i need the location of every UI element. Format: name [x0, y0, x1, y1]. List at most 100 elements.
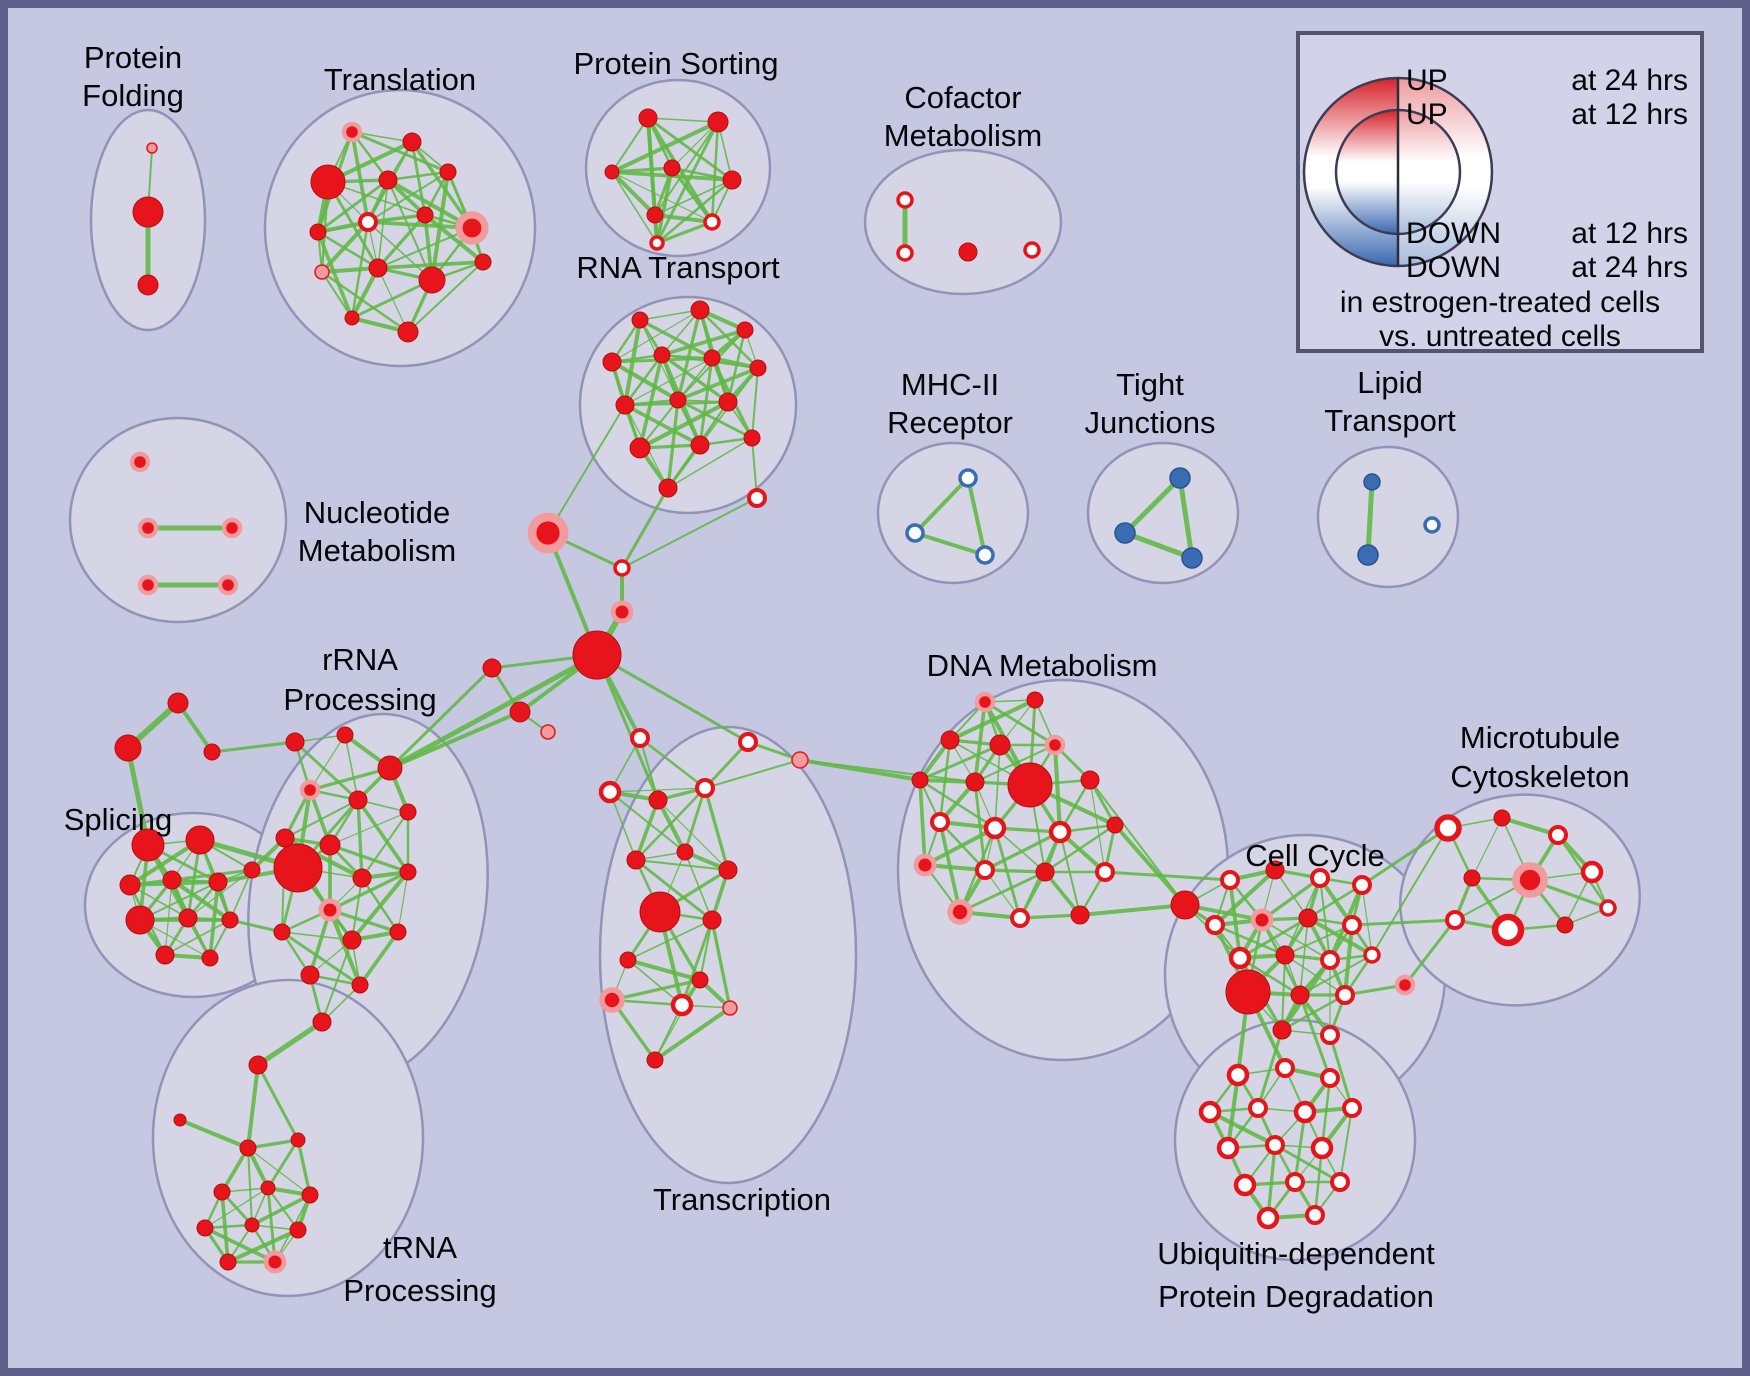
node-m5 — [1512, 862, 1548, 898]
edge-i4-tr4 — [703, 740, 750, 790]
node-t7 — [358, 212, 378, 232]
edge-i8-m7 — [1403, 918, 1457, 987]
edge-rt6-rt8 — [624, 357, 713, 406]
node-c8 — [1298, 908, 1318, 928]
edge-r2-r4 — [309, 734, 346, 791]
node-mh3 — [975, 545, 995, 565]
node-tn1 — [248, 1055, 268, 1075]
node-m6 — [1580, 860, 1604, 884]
node-pf3 — [137, 274, 159, 296]
label-microtubule-cytoskeleton: Microtubule — [1460, 720, 1620, 755]
label-tight-junctions: Tight — [1116, 367, 1184, 402]
edge-r5-r11 — [356, 798, 410, 874]
edge-tr9-tr10 — [627, 919, 713, 961]
edge-t6-t11 — [316, 230, 380, 270]
node-c5 — [1352, 875, 1372, 895]
edge-tj1-tj3 — [1177, 475, 1195, 561]
node-m10 — [1599, 899, 1617, 917]
edge-tr1-tr4 — [638, 736, 707, 790]
edge-i1-r3 — [388, 666, 494, 770]
edge-ps4-ps8 — [655, 166, 674, 245]
edge-mh1-mh2 — [913, 476, 970, 535]
cluster-tn — [151, 978, 425, 1298]
node-cm2 — [896, 244, 914, 262]
node-c11 — [1275, 945, 1295, 965]
node-r7 — [275, 828, 295, 848]
edge-h1-tr3 — [595, 653, 660, 802]
edge-tn10-tn11 — [225, 1227, 301, 1265]
node-tr12 — [599, 987, 625, 1013]
node-rt11 — [629, 437, 651, 459]
node-tn3 — [239, 1139, 257, 1157]
node-rt1 — [631, 311, 649, 329]
edge-t4-t6 — [316, 178, 390, 234]
legend: UP at 24 hrs UP at 12 hrs DOWN at 12 hrs… — [1296, 31, 1704, 353]
edge-rt1-rt2 — [639, 309, 701, 321]
edge-ps1-ps3 — [611, 117, 649, 173]
edge-d11-d14 — [922, 825, 998, 868]
edge-mh2-mh3 — [913, 531, 987, 557]
node-ps2 — [707, 111, 729, 133]
edge-tr4-tr5 — [634, 786, 707, 862]
edge-c4-c12 — [1319, 877, 1331, 961]
edge-r6-r10 — [361, 811, 409, 879]
edge-c10-c15 — [1238, 956, 1302, 997]
edge-x2-s1 — [125, 745, 151, 848]
node-r16 — [300, 965, 320, 985]
edge-rt9-rt14 — [666, 398, 680, 490]
node-s5 — [208, 872, 228, 892]
label-mhc-ii-receptor: Receptor — [887, 405, 1013, 440]
edge-rt13-rt14 — [667, 437, 753, 489]
node-ps8 — [649, 235, 665, 251]
node-s3 — [119, 874, 141, 896]
node-tr13 — [670, 993, 694, 1017]
node-ps7 — [703, 213, 721, 231]
label-nucleotide-metabolism: Nucleotide — [304, 495, 450, 530]
node-m9 — [1556, 916, 1574, 934]
node-d7 — [965, 772, 985, 792]
node-c3 — [1265, 860, 1285, 880]
node-i4 — [738, 732, 758, 752]
label-lipid-transport: Transport — [1324, 403, 1456, 438]
edge-tr10-tr11 — [625, 957, 703, 983]
node-d18 — [947, 899, 973, 925]
node-d11 — [983, 816, 1007, 840]
node-s9 — [221, 911, 239, 929]
edge-d12-d20 — [1059, 831, 1081, 916]
edge-rt8-rt12 — [623, 403, 702, 447]
edge-h1-r3 — [387, 652, 600, 771]
node-d5 — [1044, 734, 1066, 756]
node-u13 — [1330, 1172, 1350, 1192]
edge-r13-r14 — [281, 931, 353, 941]
node-mh1 — [958, 468, 978, 488]
edge-d2-d3 — [947, 697, 1038, 743]
node-r5 — [348, 790, 368, 810]
node-tn11 — [219, 1253, 237, 1271]
node-tj3 — [1181, 547, 1203, 569]
edge-c13-c15 — [1299, 954, 1373, 996]
edge-c5-m1 — [1360, 826, 1450, 887]
edge-c3-c8 — [1274, 869, 1309, 919]
node-s8 — [178, 908, 198, 928]
node-tn2 — [173, 1113, 187, 1127]
edge-c18-u7 — [1328, 1033, 1354, 1110]
node-m7 — [1445, 910, 1465, 930]
node-u10 — [1310, 1136, 1334, 1160]
legend-down-24-time: at 24 hrs — [1571, 251, 1688, 284]
node-c10 — [1228, 946, 1252, 970]
edge-rt7-rt13 — [751, 367, 759, 439]
edge-tr11-tr12 — [610, 978, 702, 1002]
node-i1 — [482, 658, 502, 678]
edge-rt2-rt7 — [698, 308, 760, 370]
node-r3 — [377, 755, 403, 781]
node-r18 — [312, 1012, 332, 1032]
node-d4 — [989, 734, 1011, 756]
edge-t11-t13 — [376, 260, 485, 270]
node-tr4 — [695, 778, 715, 798]
node-rt7 — [749, 359, 767, 377]
node-c4 — [1310, 868, 1330, 888]
label-trna-processing: tRNA — [383, 1230, 457, 1265]
edge-tn7-tn9 — [250, 1193, 312, 1227]
node-c9 — [1342, 915, 1362, 935]
